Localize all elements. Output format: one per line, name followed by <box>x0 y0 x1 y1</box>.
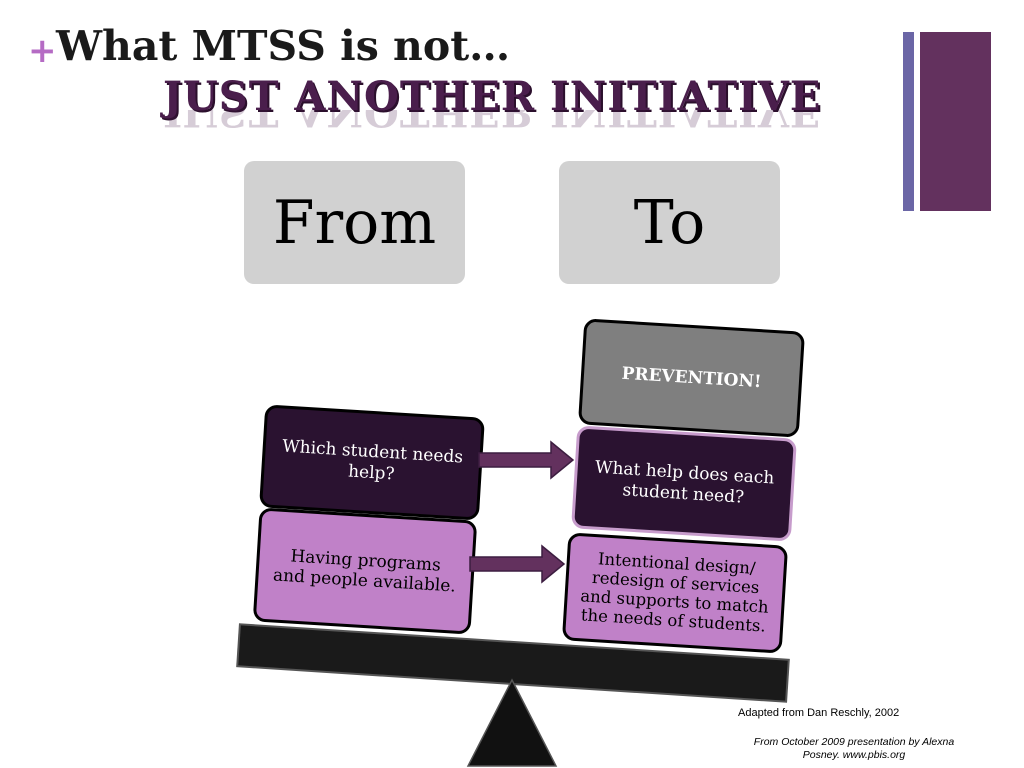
to-header: To <box>559 161 780 284</box>
prevention-box: PREVENTION! <box>577 318 806 438</box>
source-credit: From October 2009 presentation by Alexna… <box>753 736 955 762</box>
from-top-text: Which student needs help? <box>281 436 464 484</box>
from-bottom-box: Having programs and people available. <box>252 507 478 635</box>
plus-icon: + <box>28 31 57 71</box>
decor-bar-thick <box>920 32 991 211</box>
to-top-box: What help does each student need? <box>571 425 797 542</box>
from-header: From <box>244 161 465 284</box>
to-top-text: What help does each student need? <box>594 457 775 508</box>
decor-bar-thin <box>903 32 914 211</box>
subtitle-reflection: JUST ANOTHER INITIATIVE <box>163 110 822 134</box>
slide-subtitle: JUST ANOTHER INITIATIVE <box>163 73 822 120</box>
to-bottom-box: Intentional design/ redesign of services… <box>561 532 789 654</box>
slide-title: What MTSS is not… <box>56 22 511 70</box>
prevention-label: PREVENTION! <box>621 363 762 393</box>
adapted-credit: Adapted from Dan Reschly, 2002 <box>738 707 900 719</box>
to-bottom-text: Intentional design/ redesign of services… <box>579 549 770 636</box>
from-bottom-text: Having programs and people available. <box>272 546 457 597</box>
arrow-right-icon <box>478 440 575 480</box>
from-top-box: Which student needs help? <box>259 404 485 521</box>
arrow-right-icon <box>469 544 566 584</box>
fulcrum-triangle <box>466 678 558 767</box>
subtitle-block: JUST ANOTHER INITIATIVE JUST ANOTHER INI… <box>163 73 822 135</box>
